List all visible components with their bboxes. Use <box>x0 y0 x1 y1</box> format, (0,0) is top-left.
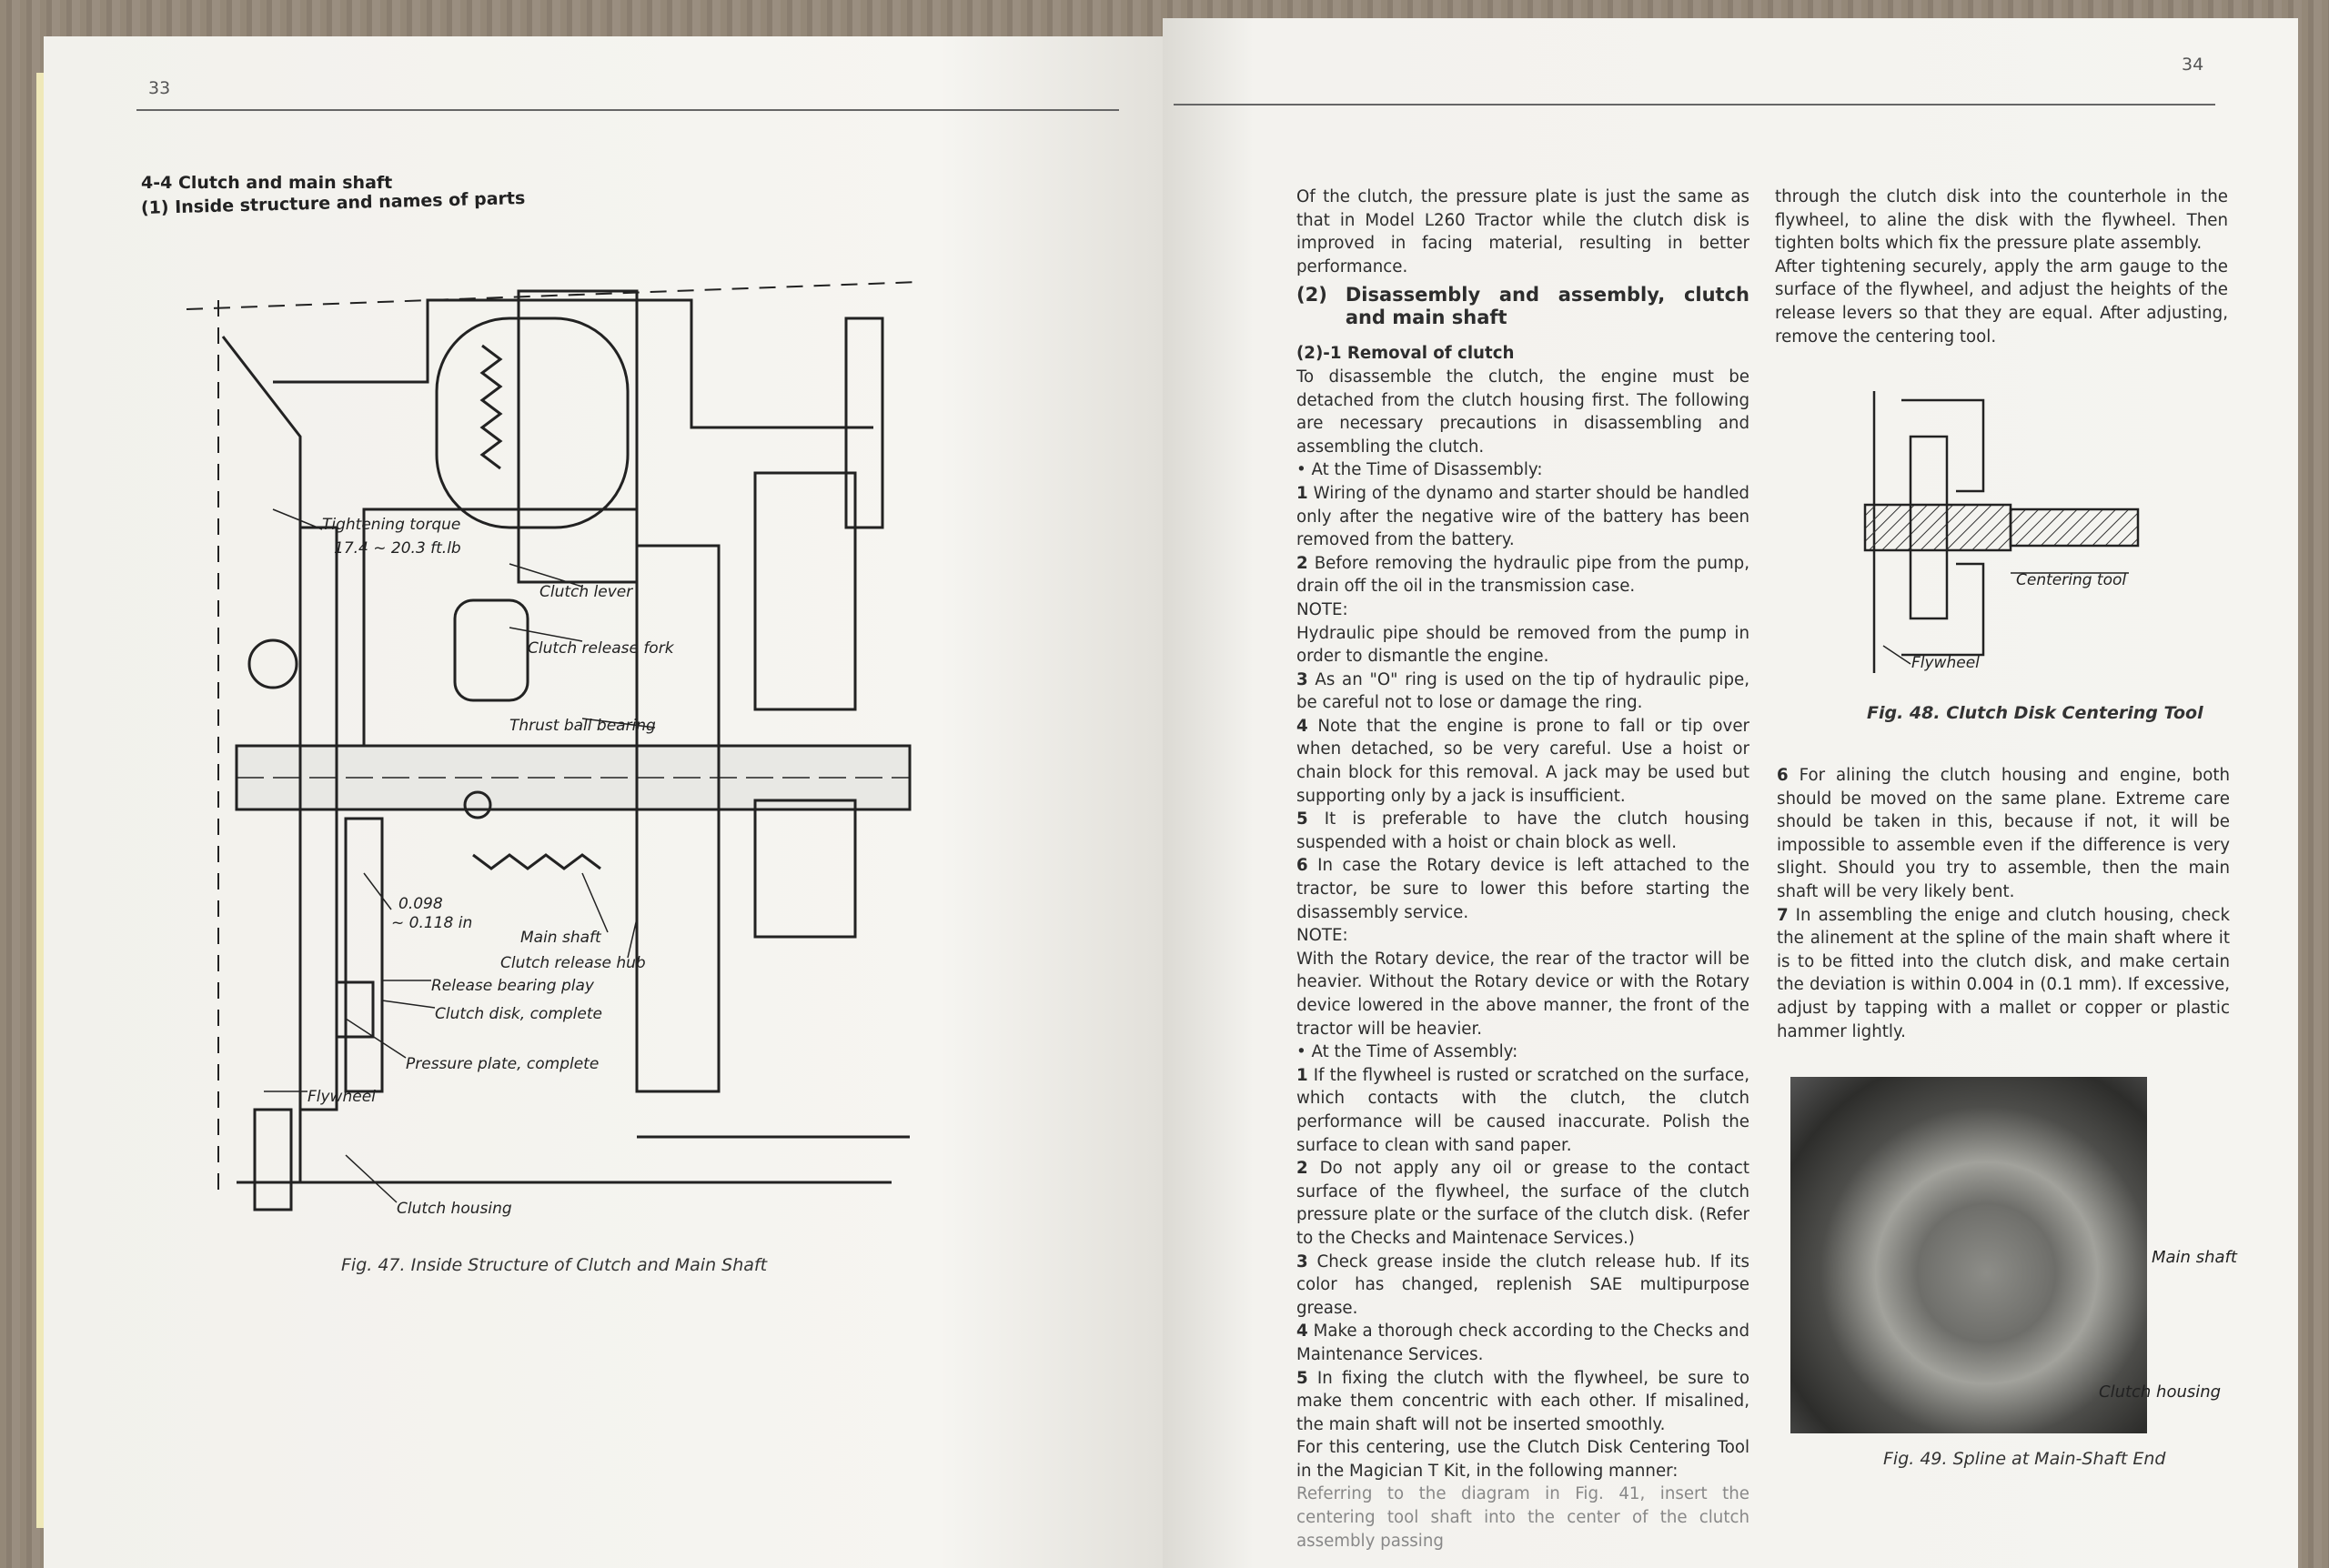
list-item: 2 Do not apply any oil or grease to the … <box>1296 1159 1749 1248</box>
list-item: 6 For alining the clutch housing and eng… <box>1777 766 2230 901</box>
label-flywheel: Flywheel <box>308 1088 376 1106</box>
label-pressure-plate: Pressure plate, complete <box>406 1055 599 1073</box>
fig49-label-main-shaft: Main shaft <box>2152 1248 2237 1267</box>
label-tightening-torque: Tightening torque <box>322 516 460 534</box>
label-play-value-1: 0.098 <box>398 895 443 913</box>
header-rule-right <box>1174 104 2215 106</box>
label-play-value-2: ~ 0.118 in <box>391 914 472 932</box>
right-column-2-top: through the clutch disk into the counter… <box>1775 186 2228 348</box>
label-torque-value: 17.4 ~ 20.3 ft.lb <box>334 539 461 558</box>
label-clutch-lever: Clutch lever <box>539 583 633 601</box>
fig49-label-clutch-housing: Clutch housing <box>2099 1382 2222 1402</box>
paragraph: For this centering, use the Clutch Disk … <box>1296 1438 1749 1481</box>
label-main-shaft: Main shaft <box>520 929 602 947</box>
list-item: 7 In assembling the enige and clutch hou… <box>1777 905 2230 1041</box>
list-item: 1 Wiring of the dynamo and starter shoul… <box>1296 483 1749 550</box>
list-item: 4 Note that the engine is prone to fall … <box>1296 716 1749 806</box>
list-item: 5 It is preferable to have the clutch ho… <box>1296 809 1749 852</box>
note-label: NOTE: <box>1296 926 1348 946</box>
list-item: 3 As an "O" ring is used on the tip of h… <box>1296 669 1749 713</box>
figure-48-caption: Fig. 48. Clutch Disk Centering Tool <box>1867 703 2203 723</box>
list-item: 4 Make a thorough check according to the… <box>1296 1322 1749 1364</box>
label-clutch-release-fork: Clutch release fork <box>528 639 675 658</box>
subsection-heading-2-1: (2)-1 Removal of clutch <box>1296 344 1515 364</box>
section-heading-2: (2) Disassembly and assembly, clutch and… <box>1296 284 1749 329</box>
section-number: (2) <box>1296 284 1327 307</box>
list-item: 1 If the flywheel is rusted or scratched… <box>1296 1065 1749 1155</box>
figure-48-diagram <box>1863 391 2140 673</box>
header-rule-left <box>136 109 1119 111</box>
section-title: Disassembly and assembly, clutch and mai… <box>1345 284 1749 329</box>
fig48-label-flywheel: Flywheel <box>1911 654 1980 672</box>
right-column-1: Of the clutch, the pressure plate is jus… <box>1296 186 1749 1553</box>
intro-paragraph: Of the clutch, the pressure plate is jus… <box>1296 187 1749 276</box>
paragraph: To disassemble the clutch, the engine mu… <box>1296 367 1749 457</box>
figure-49-photo <box>1790 1077 2147 1433</box>
bullet-disassembly: • At the Time of Disassembly: <box>1296 460 1543 480</box>
page-number-left: 33 <box>148 78 171 98</box>
fig48-label-centering-tool: Centering tool <box>2016 571 2126 589</box>
label-release-bearing-play: Release bearing play <box>431 977 595 995</box>
list-item: 3 Check grease inside the clutch release… <box>1296 1251 1749 1318</box>
figure-49-caption: Fig. 49. Spline at Main-Shaft End <box>1883 1449 2166 1469</box>
label-clutch-housing: Clutch housing <box>397 1200 512 1218</box>
section-heading: 4-4 Clutch and main shaft <box>141 173 393 193</box>
paragraph: After tightening securely, apply the arm… <box>1775 256 2228 347</box>
note-text: Hydraulic pipe should be removed from th… <box>1296 623 1749 667</box>
figure-47-caption: Fig. 47. Inside Structure of Clutch and … <box>341 1255 768 1275</box>
label-clutch-release-hub: Clutch release hub <box>500 954 646 972</box>
list-item: 6 In case the Rotary device is left atta… <box>1296 856 1749 922</box>
paragraph: through the clutch disk into the counter… <box>1775 187 2228 254</box>
label-clutch-disk: Clutch disk, complete <box>435 1005 602 1023</box>
label-thrust-ball-bearing: Thrust ball bearing <box>509 717 656 735</box>
right-column-2-bottom: 6 For alining the clutch housing and eng… <box>1777 764 2230 1043</box>
page-number-right: 34 <box>2182 55 2204 75</box>
note-label: NOTE: <box>1296 599 1348 619</box>
bullet-assembly: • At the Time of Assembly: <box>1296 1042 1518 1062</box>
paragraph: Referring to the diagram in Fig. 41, ins… <box>1296 1484 1749 1551</box>
note-text: With the Rotary device, the rear of the … <box>1296 949 1749 1039</box>
list-item: 2 Before removing the hydraulic pipe fro… <box>1296 553 1749 597</box>
list-item: 5 In fixing the clutch with the flywheel… <box>1296 1368 1749 1434</box>
